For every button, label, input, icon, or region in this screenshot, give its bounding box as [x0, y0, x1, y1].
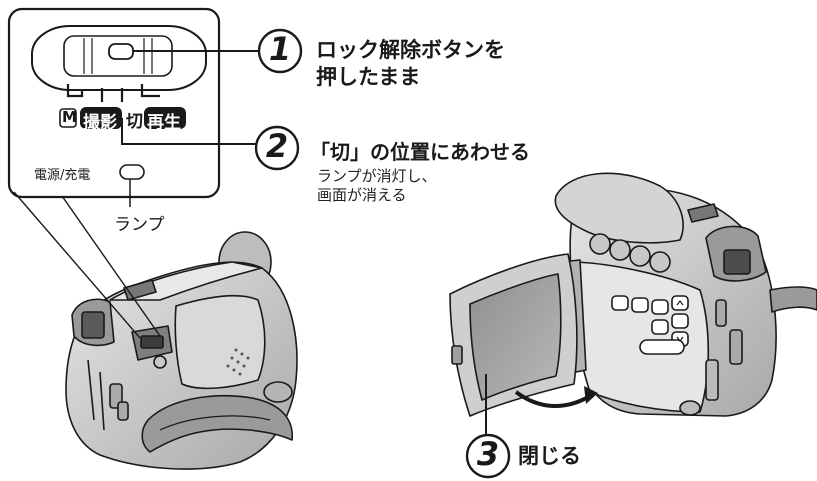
control-panel-callout [7, 7, 221, 207]
left-camcorder [65, 231, 298, 470]
step-3-title: 閉じる [518, 444, 581, 468]
lamp-caption: ランプ [114, 215, 165, 235]
mode-play-label: 再生 [147, 113, 181, 133]
step-2-sub-line1: ランプが消灯し、 [317, 167, 437, 185]
mode-record-label: 撮影 [83, 113, 117, 133]
mode-m-label: M [62, 108, 77, 126]
step-2-title: 「切」の位置にあわせる [310, 140, 530, 164]
right-camcorder [449, 172, 817, 417]
step-3-number: 3 [476, 435, 500, 473]
step-2-number: 2 [265, 127, 289, 165]
step-1-title-line1: ロック解除ボタンを [316, 38, 505, 62]
step-leader-lines [121, 50, 487, 436]
step-2-sub-line2: 画面が消える [317, 186, 407, 204]
callout-projection-lines [13, 191, 161, 339]
power-charge-label: 電源/充電 [34, 168, 91, 183]
mode-off-label: 切 [126, 112, 143, 132]
step-1-title-line2: 押したまま [316, 65, 421, 89]
step-badges [254, 28, 511, 479]
step-1-number: 1 [268, 30, 292, 68]
